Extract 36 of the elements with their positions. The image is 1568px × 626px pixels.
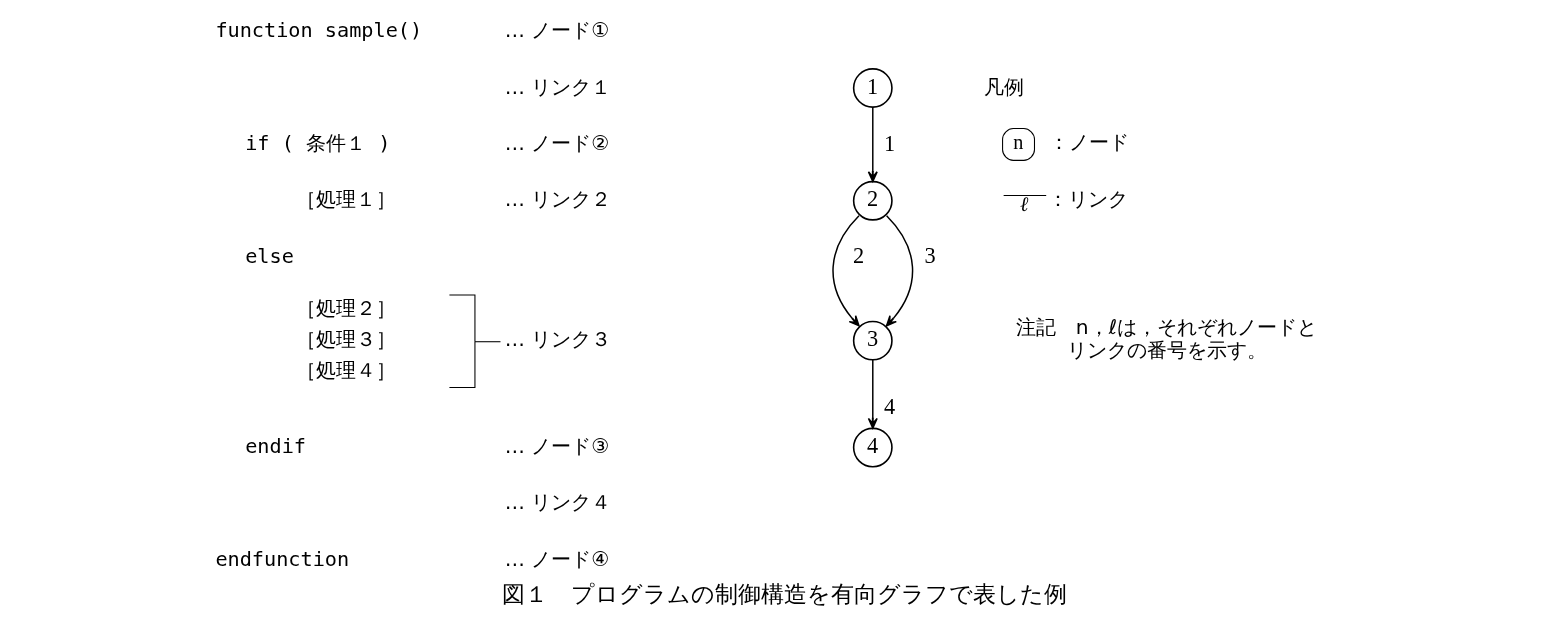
edge-label: 3 <box>923 243 936 269</box>
node-circle: 1 <box>852 68 893 108</box>
legend-label: ：リンク <box>1047 187 1128 212</box>
edge-label: 2 <box>852 243 864 269</box>
label: ［処理３］ <box>295 327 396 352</box>
label: … リンク４ <box>504 490 611 515</box>
caption: 図１ プログラムの制御構造を有向グラフで表した例 <box>501 580 1067 609</box>
label: 注記 n，ℓは，それぞれノードとリンクの番号を示す。 <box>1015 315 1317 362</box>
label: … リンク３ <box>504 327 611 352</box>
label: … ノード① <box>504 18 609 43</box>
label: 凡例 <box>983 74 1024 99</box>
legend-label: ：ノード <box>1048 130 1129 155</box>
label: n <box>1012 131 1023 154</box>
label: … ノード③ <box>504 434 609 459</box>
node-circle: 4 <box>852 427 893 468</box>
label: ℓ <box>1019 192 1029 215</box>
label: ［処理１］ <box>295 187 396 212</box>
node-circle: 2 <box>852 180 893 221</box>
label: else <box>244 243 294 268</box>
label: … リンク２ <box>504 187 611 212</box>
label: endif <box>244 434 306 459</box>
label: … リンク１ <box>504 74 611 99</box>
label: endfunction <box>214 546 349 571</box>
label: function sample() <box>214 18 422 43</box>
label: ［処理２］ <box>295 296 396 321</box>
arrow <box>867 106 878 183</box>
arrow <box>831 214 860 327</box>
label: … ノード④ <box>504 546 609 571</box>
edge-label: 4 <box>883 393 895 419</box>
edge-label: 1 <box>883 130 895 156</box>
label: if ( 条件１ ) <box>244 130 390 155</box>
arrow <box>885 214 913 327</box>
arrow <box>867 359 878 429</box>
node-circle: 3 <box>852 320 893 361</box>
label: ［処理４］ <box>295 358 396 383</box>
label: … ノード② <box>504 130 609 155</box>
